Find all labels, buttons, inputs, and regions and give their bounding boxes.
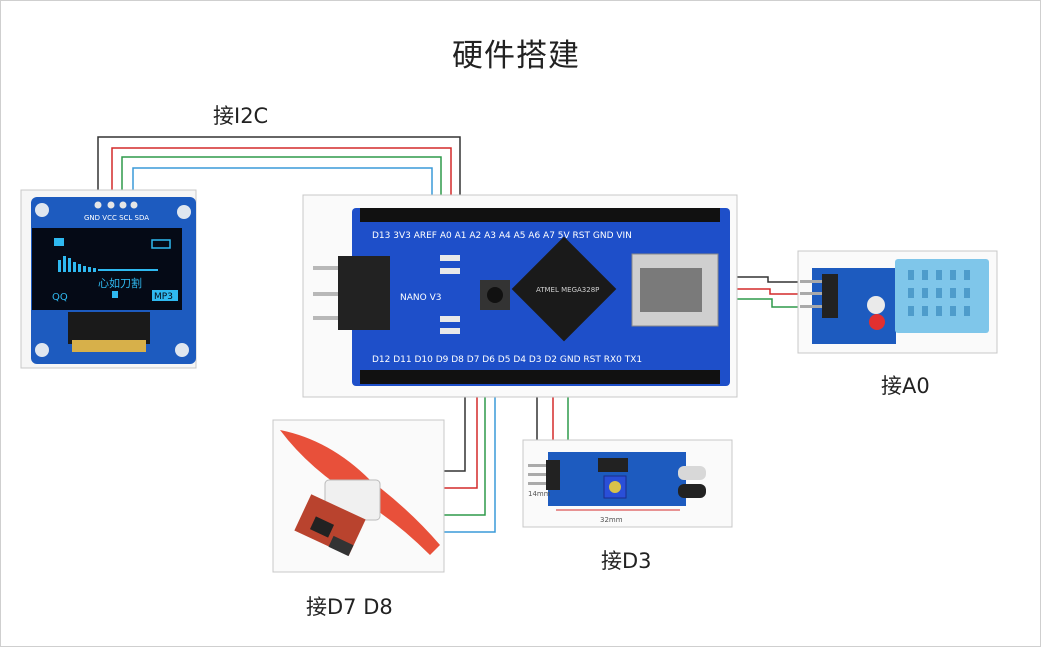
led	[440, 268, 460, 274]
ir-dim-width: 32mm	[600, 516, 623, 524]
ir-wires	[536, 397, 569, 440]
ir-pins	[528, 473, 550, 476]
dht-vents	[908, 270, 970, 316]
mount-hole	[175, 343, 189, 357]
nano-bottom-pins: D12 D11 D10 D9 D8 D7 D6 D5 D4 D3 D2 GND …	[372, 355, 642, 365]
top-pad-row	[360, 208, 720, 222]
wire-red	[737, 288, 800, 295]
dht-led	[869, 314, 885, 330]
wire-blue	[132, 167, 433, 196]
icsp-header	[338, 256, 390, 330]
oled-song-title: 心如刀割	[98, 276, 142, 290]
nano-top-pins: D13 3V3 AREF A0 A1 A2 A3 A4 A5 A6 A7 5V …	[372, 231, 632, 241]
oled-left-text: QQ	[52, 292, 68, 303]
label-d7-d8: 接D7 D8	[306, 595, 393, 619]
pin-hole	[119, 201, 127, 209]
label-d3: 接D3	[601, 549, 652, 573]
fan-module	[272, 419, 445, 573]
label-i2c: 接I2C	[213, 104, 269, 128]
ir-pot-knob	[609, 481, 621, 493]
led	[440, 316, 460, 322]
wire-red	[444, 397, 478, 489]
dht-wires	[737, 276, 800, 308]
pin-hole	[94, 201, 102, 209]
ir-dim-height: 14mm	[528, 490, 551, 498]
ir-pins	[528, 464, 550, 467]
mount-hole	[35, 343, 49, 357]
mount-hole	[35, 203, 49, 217]
nano-side-label: NANO V3	[400, 293, 441, 303]
wire-green	[121, 156, 442, 196]
dht11-sensor	[797, 250, 998, 354]
dht-pins	[800, 292, 830, 295]
label-a0: 接A0	[881, 374, 930, 398]
arduino-nano: D13 3V3 AREF A0 A1 A2 A3 A4 A5 A6 A7 5V …	[302, 194, 738, 398]
wire-green	[737, 298, 800, 308]
chip-label: ATMEL MEGA328P	[536, 286, 599, 294]
ir-receiver	[678, 484, 706, 498]
page-title: 硬件搭建	[452, 38, 580, 74]
wire-blue	[444, 397, 496, 533]
wire-black	[97, 136, 461, 196]
i2c-wires	[97, 136, 461, 196]
oled-pin-labels: GND VCC SCL SDA	[84, 214, 149, 222]
wire-black	[737, 276, 800, 283]
oled-mp3-bg	[152, 290, 178, 301]
wire-black	[444, 397, 466, 472]
signal-icon	[54, 238, 64, 246]
header-pins	[313, 266, 353, 320]
led	[440, 328, 460, 334]
wire-green	[444, 397, 486, 516]
fan-connector	[309, 516, 335, 538]
bottom-pad-row	[360, 370, 720, 384]
usb-port-opening	[640, 268, 702, 312]
led	[440, 255, 460, 261]
fan-wires	[444, 397, 496, 533]
oled-right-text: MP3	[154, 292, 173, 302]
oled-flex-band	[72, 340, 146, 352]
pin-hole	[130, 201, 138, 209]
ir-sensor: 32mm 14mm	[522, 439, 733, 528]
oled-module: GND VCC SCL SDA 心如刀割 QQ MP3	[20, 189, 197, 369]
dht-pins	[800, 305, 830, 308]
dht-header	[822, 274, 838, 318]
pause-icon	[112, 291, 118, 298]
ir-emitter	[678, 466, 706, 480]
oled-spectrum	[58, 256, 158, 272]
pin-hole	[107, 201, 115, 209]
fan-pins	[328, 535, 354, 557]
reset-button-cap	[487, 287, 503, 303]
oled-flex	[68, 312, 150, 344]
mount-hole	[177, 205, 191, 219]
wire-red	[111, 147, 452, 196]
ir-chip	[598, 458, 628, 472]
dht-mount-hole	[867, 296, 885, 314]
ir-header	[546, 460, 560, 490]
battery-icon	[151, 239, 171, 249]
dht-pins	[800, 280, 830, 283]
ir-pins	[528, 482, 550, 485]
